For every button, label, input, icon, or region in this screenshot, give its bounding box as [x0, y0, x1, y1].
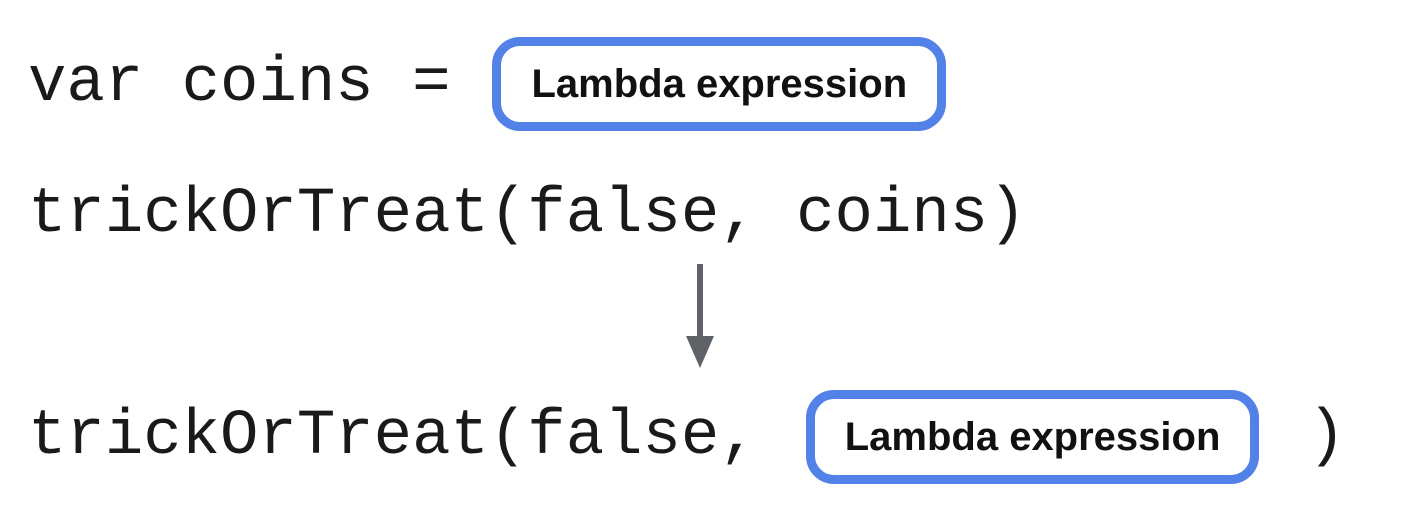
substituted-call-line: trickOrTreat(false, Lambda expression ) — [28, 384, 1346, 490]
code-closing-paren: ) — [1307, 401, 1346, 473]
lambda-expression-box-substituted: Lambda expression — [805, 390, 1260, 484]
code-var-coins-assignment: var coins = — [28, 48, 451, 120]
down-arrow-icon — [684, 264, 716, 368]
down-arrow-head — [686, 336, 714, 368]
code-trickortreat-substituted-before: trickOrTreat(false, — [28, 401, 758, 473]
down-arrow-shaft — [697, 264, 703, 336]
code-trickortreat-call: trickOrTreat(false, coins) — [28, 179, 1027, 251]
lambda-expression-box-assignment: Lambda expression — [492, 37, 947, 131]
lambda-expression-label: Lambda expression — [531, 62, 908, 106]
function-call-line: trickOrTreat(false, coins) — [28, 183, 1027, 247]
lambda-expression-label: Lambda expression — [844, 415, 1221, 459]
assignment-line: var coins = Lambda expression — [28, 32, 947, 136]
